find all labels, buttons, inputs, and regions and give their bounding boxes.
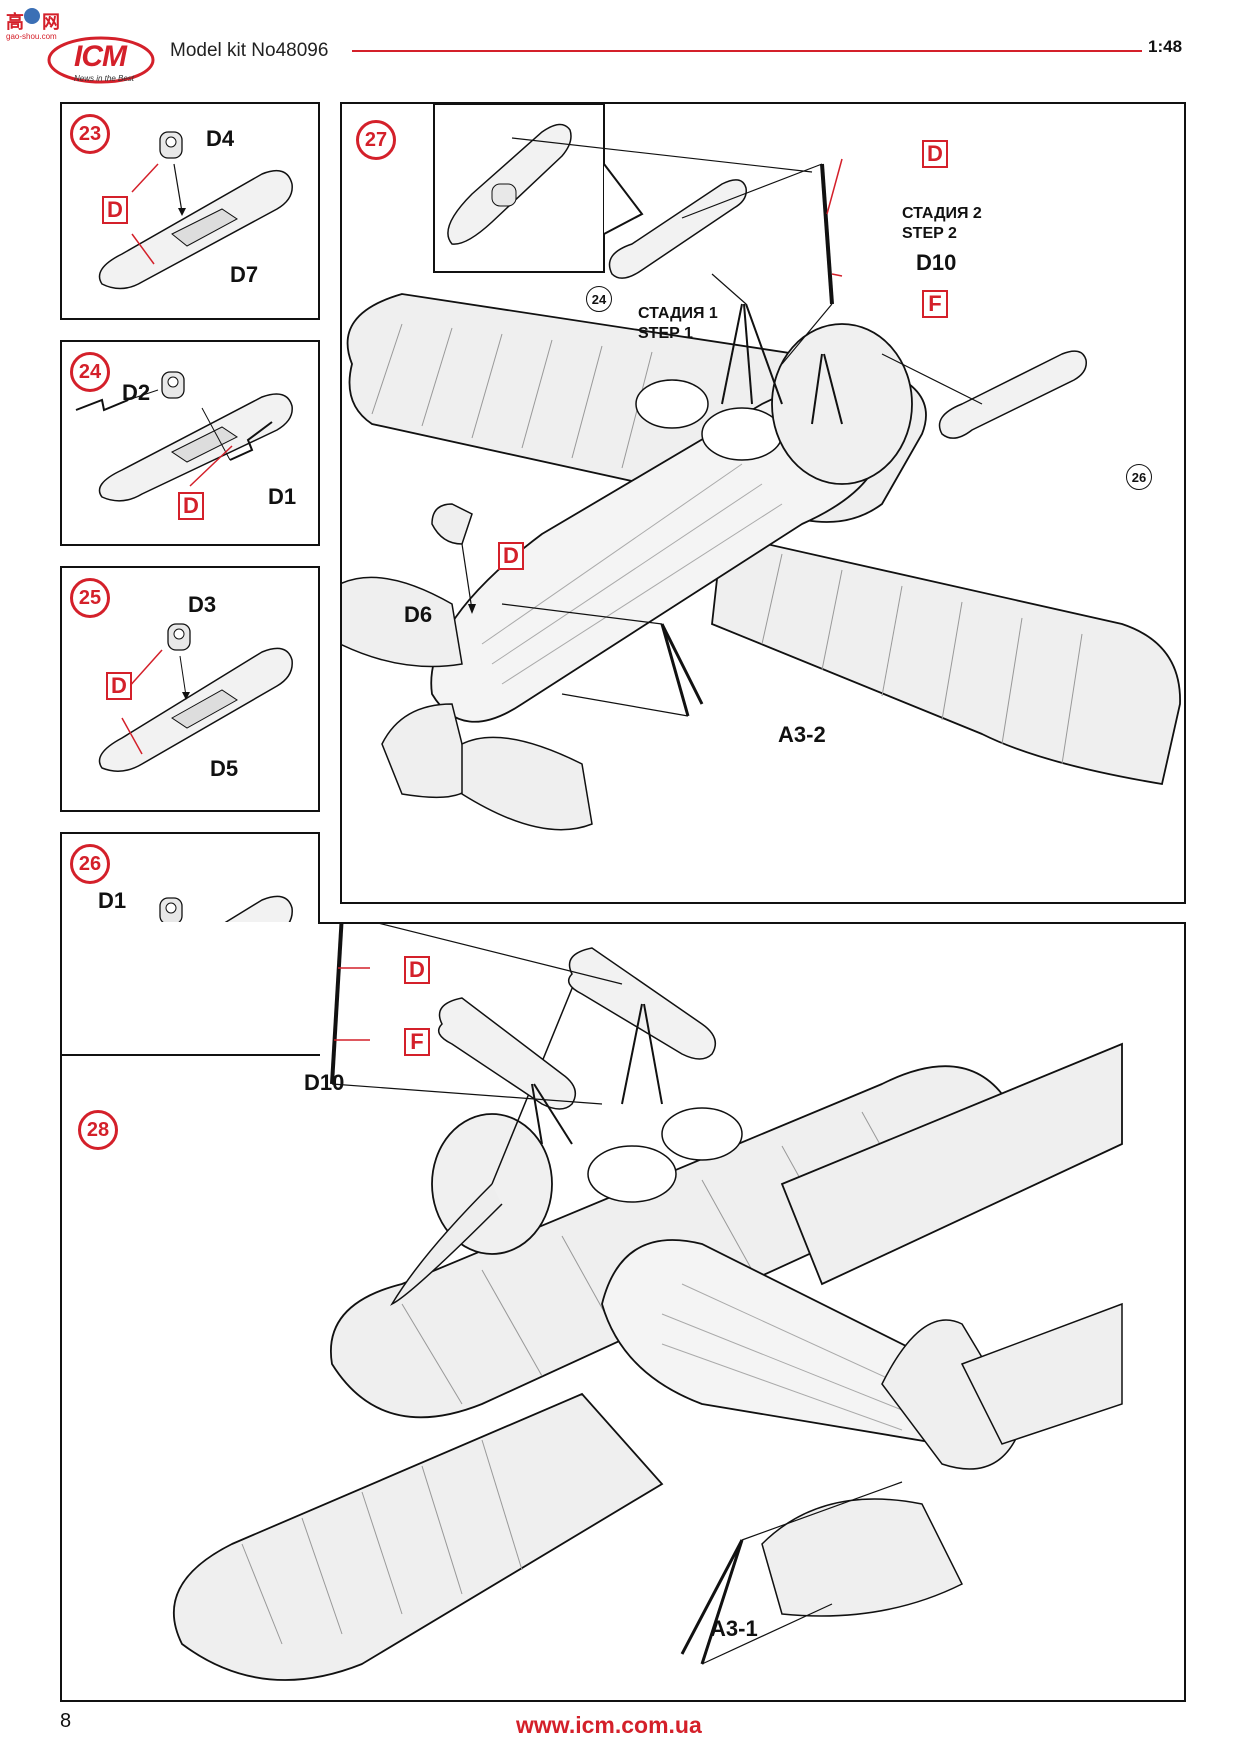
step-26-reference: 26 [1126, 464, 1152, 490]
page-number: 8 [60, 1710, 72, 1732]
part-label-d1: D1 [98, 888, 127, 913]
part-label-d7: D7 [230, 262, 259, 287]
website-link[interactable]: www.icm.com.ua [516, 1712, 702, 1738]
step-23-number: 23 [70, 114, 110, 154]
step-23-drawing [98, 131, 293, 290]
step-26-number: 26 [70, 844, 110, 884]
step-28-drawing [172, 924, 1123, 1681]
stage-2-ru: СТАДИЯ 2 [902, 205, 982, 222]
step-25-panel: 25 D3 D D5 [60, 566, 320, 812]
part-label-d6: D6 [404, 602, 433, 627]
step-27-number: 27 [356, 120, 396, 160]
step-24-number: 24 [70, 352, 110, 392]
header-rule [352, 50, 1142, 52]
part-label-a3-2: A3-2 [778, 722, 826, 747]
part-label-d10: D10 [916, 250, 957, 275]
paint-code-d: D [404, 956, 430, 984]
logo-text: ICM [74, 40, 127, 73]
step-27-drawing [342, 104, 1181, 831]
paint-code-d: D [922, 140, 948, 168]
step-24-reference: 24 [586, 286, 612, 312]
paint-code-f: F [404, 1028, 430, 1056]
logo-swoosh-icon [47, 36, 155, 84]
part-label-d1: D1 [268, 484, 297, 509]
step-28-top-border [318, 922, 1186, 924]
step-23-panel: 23 D4 D D7 [60, 102, 320, 320]
paint-code-d: D [498, 542, 524, 570]
icm-logo: ICM News in the Best [46, 30, 156, 88]
part-label-d4: D4 [206, 126, 235, 151]
paint-code-d: D [106, 672, 132, 700]
paint-code-f: F [922, 290, 948, 318]
part-label-d10: D10 [304, 1070, 345, 1095]
step-24-panel: 24 D2 D1 D [60, 340, 320, 546]
stage-1-en: STEP 1 [638, 325, 693, 342]
step-27-panel: 27 D СТАДИЯ 2 STEP 2 D10 F 24 СТАДИЯ 1 S… [340, 102, 1186, 904]
part-label-a3-1: A3-1 [710, 1616, 758, 1641]
part-label-d3: D3 [188, 592, 217, 617]
stage-2-en: STEP 2 [902, 225, 957, 242]
part-label-d5: D5 [210, 756, 239, 781]
scale-label: 1:48 [1148, 37, 1183, 56]
step-25-number: 25 [70, 578, 110, 618]
kit-title: Model kit No48096 [170, 40, 329, 61]
step-24-drawing [75, 371, 293, 502]
step-28-number: 28 [78, 1110, 118, 1150]
stage-1-ru: СТАДИЯ 1 [638, 305, 718, 322]
paint-code-d: D [102, 196, 128, 224]
step-25-drawing [98, 623, 293, 772]
logo-slogan: News in the Best [74, 74, 135, 83]
watermark: 高 网 gao-shou.com [6, 8, 66, 41]
step-28-inner-border [60, 1054, 320, 1056]
step-28-area: D D10 F A3-1 [62, 924, 1184, 1700]
part-label-d2: D2 [122, 380, 151, 405]
paint-code-d: D [178, 492, 204, 520]
